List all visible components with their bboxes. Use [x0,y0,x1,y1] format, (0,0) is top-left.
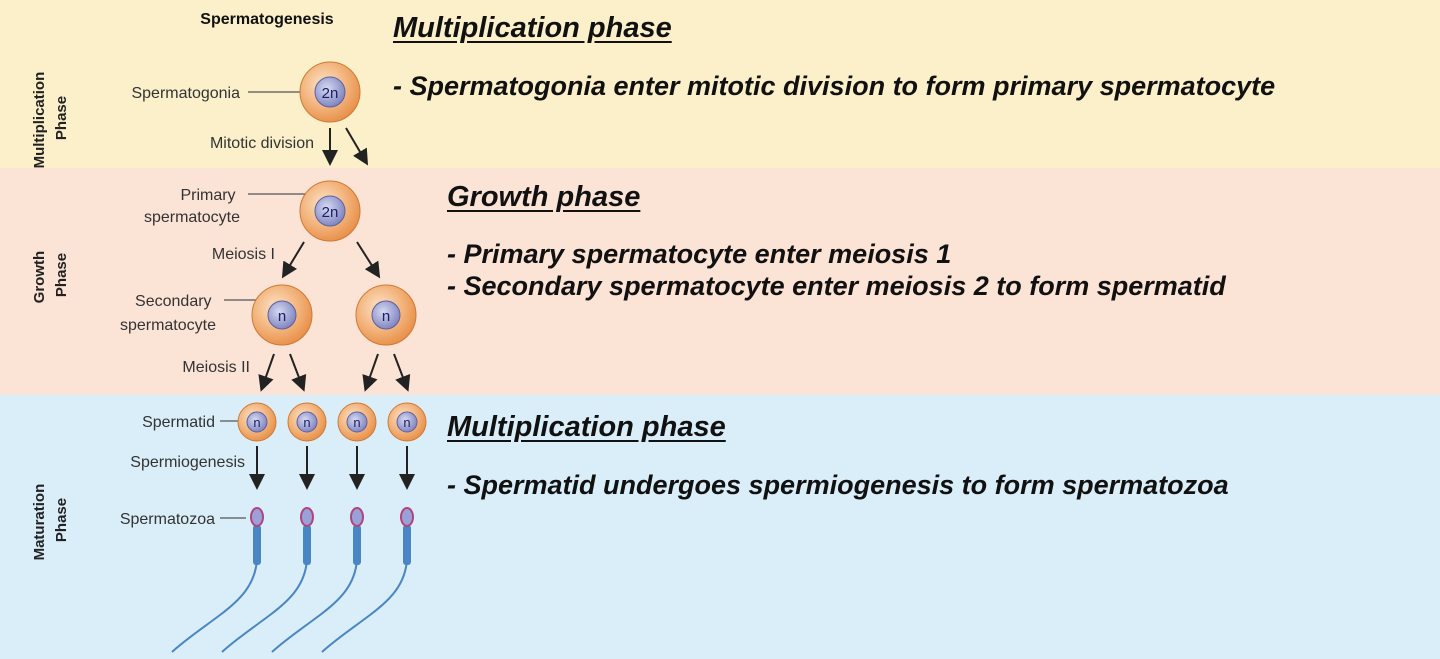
diagram-title: Spermatogenesis [200,11,333,28]
label-meiosis-1: Meiosis I [212,246,275,263]
spermatozoon-2 [221,507,314,653]
label-spermiogenesis: Spermiogenesis [130,454,245,471]
cell-primary-spermatocyte: 2n [299,180,361,242]
growth-band [0,168,1440,395]
phase-label-maturation-line1: Maturation [31,484,48,561]
cell-spermatid-1: n [237,402,277,442]
cell-spermatogonia: 2n [299,61,361,123]
ploidy-spermatid-2: n [303,415,310,430]
ploidy-secondary-left: n [278,308,286,325]
section1-heading: Multiplication phase [393,12,672,44]
arrow-meiosis1-left [281,241,305,279]
arrow-meiosis2-a [258,353,275,392]
phase-label-growth-line1: Growth [31,251,48,304]
arrows [249,127,415,490]
label-primary-line2: spermatocyte [144,209,240,226]
phase-label-multiplication-line2: Phase [53,96,70,140]
ploidy-primary: 2n [322,204,339,221]
spermatozoon-4 [321,507,414,653]
label-secondary-spermatocyte: Secondary spermatocyte [120,293,216,334]
arrow-meiosis2-d [393,353,411,392]
phase-label-growth-line2: Phase [53,253,70,297]
leader-lines [220,91,308,519]
phase-label-multiplication: Multiplication Phase [31,68,70,169]
cell-spermatid-3: n [337,402,377,442]
ploidy-spermatogonia: 2n [322,85,339,102]
phase-label-growth: Growth Phase [31,247,70,304]
cell-spermatid-4: n [387,402,427,442]
ploidy-spermatid-1: n [253,415,260,430]
section2-line1: - Primary spermatocyte enter meiosis 1 [447,239,952,269]
ploidy-spermatid-3: n [353,415,360,430]
spermatozoon-3 [271,507,364,653]
section1-line1: - Spermatogonia enter mitotic division t… [393,71,1276,101]
arrow-meiosis2-b [289,353,307,392]
arrow-mitosis-side [345,127,369,166]
label-secondary-line1: Secondary [135,293,212,310]
arrow-meiosis1-right [356,241,381,279]
spermatozoon-1 [171,507,264,653]
section3-heading: Multiplication phase [447,411,726,443]
phase-label-maturation: Maturation Phase [31,480,70,561]
phase-label-maturation-line2: Phase [53,498,70,542]
label-secondary-line2: spermatocyte [120,317,216,334]
label-mitotic-division: Mitotic division [210,135,314,152]
arrow-meiosis2-c [362,353,379,392]
maturation-band [0,395,1440,659]
label-spermatozoa: Spermatozoa [120,511,215,528]
label-spermatid: Spermatid [142,414,215,431]
phase-label-multiplication-line1: Multiplication [31,72,48,169]
section3-line1: - Spermatid undergoes spermiogenesis to … [447,470,1229,500]
section2-line2: - Secondary spermatocyte enter meiosis 2… [447,271,1226,301]
cell-secondary-spermatocyte-left: n [251,284,313,346]
ploidy-secondary-right: n [382,308,390,325]
label-primary-spermatocyte: Primary spermatocyte [144,187,240,226]
ploidy-spermatid-4: n [403,415,410,430]
multiplication-band [0,0,1440,168]
label-primary-line1: Primary [180,187,235,204]
cell-secondary-spermatocyte-right: n [355,284,417,346]
section2-heading: Growth phase [447,181,641,213]
cell-spermatid-2: n [287,402,327,442]
label-meiosis-2: Meiosis II [182,359,250,376]
label-spermatogonia: Spermatogonia [131,85,240,102]
